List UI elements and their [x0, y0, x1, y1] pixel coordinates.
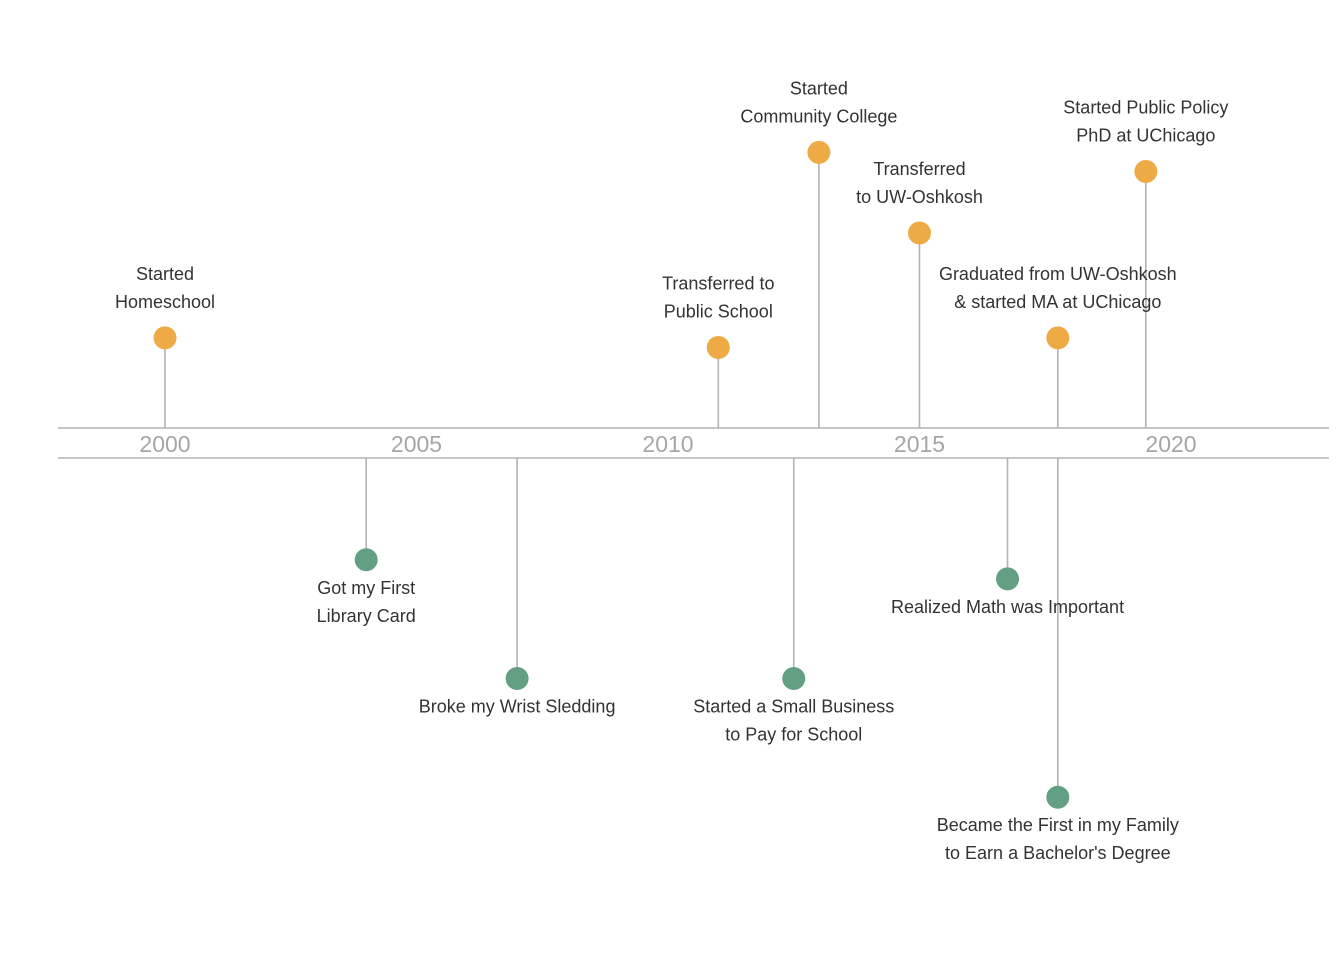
x-tick-label-2015: 2015	[894, 431, 945, 457]
milestone-dot	[1134, 159, 1158, 183]
year-tick-labels: 2000 2005 2010 2015 2020	[139, 431, 1196, 457]
x-tick-label-2010: 2010	[642, 431, 693, 457]
event-label-line: to UW-Oshkosh	[856, 187, 983, 207]
event-label-line: Got my First	[317, 578, 415, 598]
event-label-line: Transferred to	[662, 273, 774, 293]
milestone-dot	[1046, 326, 1070, 350]
event-label-line: Became the First in my Family	[937, 815, 1179, 835]
life-event-dot	[782, 666, 806, 690]
event-label: Became the First in my Family to Earn a B…	[937, 815, 1179, 863]
milestone-dot	[706, 335, 730, 359]
x-tick-label-2000: 2000	[139, 431, 190, 457]
event-label: Broke my Wrist Sledding	[419, 696, 616, 716]
event-label-line: PhD at UChicago	[1076, 125, 1215, 145]
milestone-dot	[908, 221, 931, 245]
event-label-line: Started a Small Business	[693, 696, 894, 716]
event-label-line: Started Public Policy	[1063, 97, 1228, 117]
event-dots	[153, 140, 1158, 809]
event-label: Realized Math was Important	[891, 597, 1124, 617]
event-label: Transferred to Public School	[662, 273, 774, 321]
life-event-dot	[996, 567, 1020, 591]
event-label: Started a Small Business to Pay for Schoo…	[693, 696, 894, 744]
event-label-line: Started	[790, 78, 848, 98]
event-label: Graduated from UW-Oshkosh & started MA at…	[939, 264, 1177, 312]
event-label-line: Graduated from UW-Oshkosh	[939, 264, 1177, 284]
event-label-line: Broke my Wrist Sledding	[419, 696, 616, 716]
event-label-line: Started	[136, 264, 194, 284]
x-tick-label-2020: 2020	[1145, 431, 1196, 457]
event-label-line: Library Card	[317, 606, 416, 626]
event-label-line: Transferred	[873, 159, 965, 179]
life-event-dot	[505, 666, 529, 690]
event-label-line: Public School	[664, 301, 773, 321]
milestone-dot	[153, 326, 177, 350]
milestone-dot	[807, 140, 831, 164]
event-stems	[164, 152, 1147, 798]
event-label-line: Community College	[740, 106, 897, 126]
event-label-line: to Pay for School	[725, 724, 862, 744]
event-label: Transferred to UW-Oshkosh	[856, 159, 983, 207]
x-tick-label-2005: 2005	[391, 431, 442, 457]
event-label-line: to Earn a Bachelor's Degree	[945, 843, 1171, 863]
life-event-dot	[1046, 785, 1070, 809]
event-label-line: & started MA at UChicago	[954, 292, 1161, 312]
event-label-line: Realized Math was Important	[891, 597, 1124, 617]
event-label-line: Homeschool	[115, 292, 215, 312]
life-event-dot	[354, 548, 378, 572]
